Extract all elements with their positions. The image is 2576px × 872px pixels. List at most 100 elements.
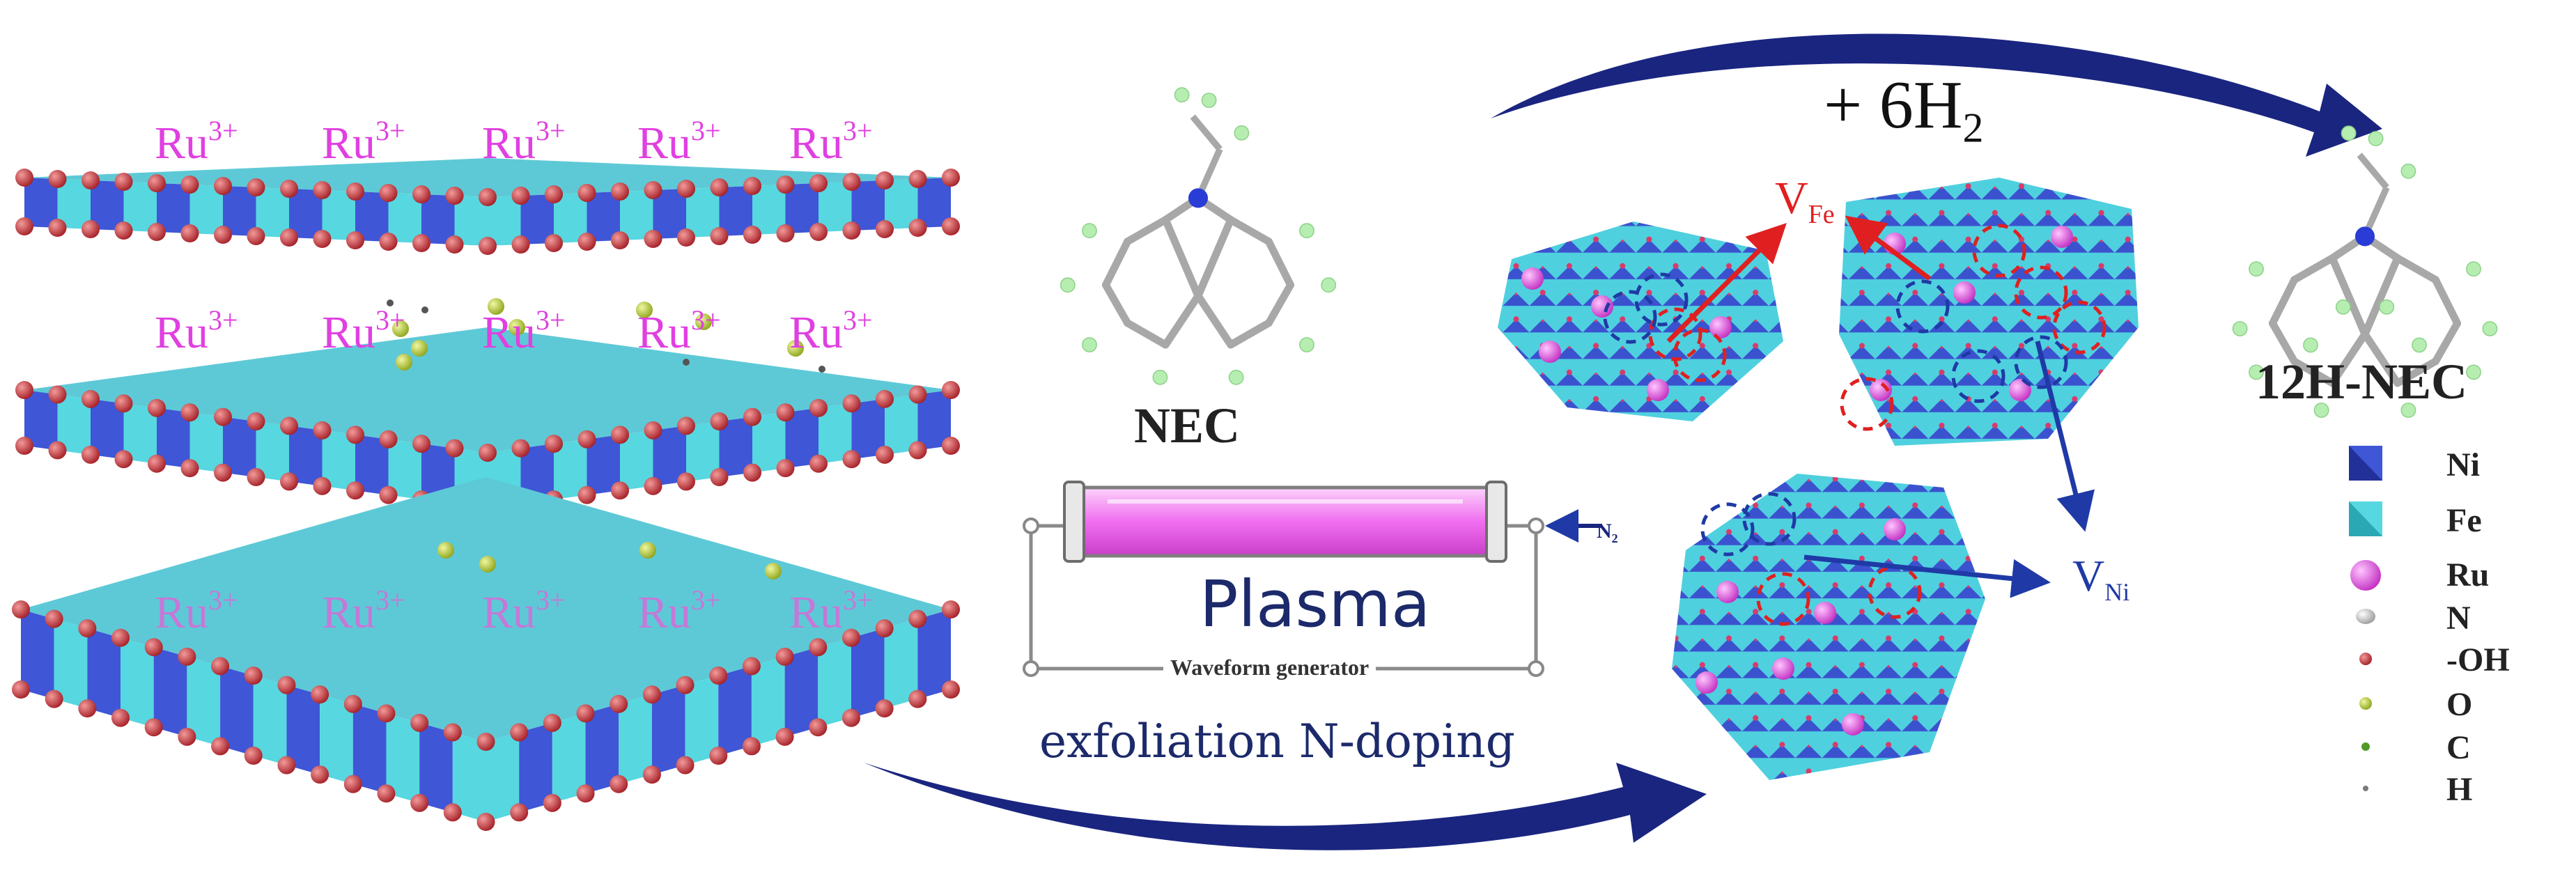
oxygen-atom-icon [842,450,861,469]
oxygen-atom-icon [908,170,927,188]
layer-front-octahedron [220,666,254,756]
oxygen-atom-icon [45,609,63,628]
oxygen-atom-icon [842,173,861,191]
layer-front-octahedron [785,183,818,233]
molecule-bond [2361,330,2402,387]
hydrogen-atom-icon [2232,321,2248,336]
hydrogen-atom-icon [1299,223,1314,239]
oxygen-atom-icon [476,813,495,831]
oxygen-atom-icon [710,468,729,486]
hydrogen-atom-icon [2249,261,2264,277]
o-sphere-icon [479,556,496,573]
layer-front-octahedron [187,656,221,747]
layer-front-octahedron [421,194,455,244]
oxygen-atom-icon [511,187,530,205]
oxygen-atom-icon [180,176,199,194]
layer-front-octahedron [519,722,552,813]
layer-front-octahedron [322,430,355,491]
legend-item-h: H [2446,771,2473,808]
layer-front-octahedron [352,703,387,794]
legend-item-fe: Fe [2446,502,2482,539]
ru-label-layer3-5: Ru3+ [789,584,873,638]
oxygen-atom-icon [144,718,163,737]
oxygen-atom-icon [343,694,362,713]
ru-sphere-icon [1814,602,1836,624]
hydrogen-atom-icon [2466,261,2481,277]
layer-front-octahedron [189,185,223,235]
oxygen-atom-icon [743,463,761,482]
hydrogen-atom-icon [2412,337,2427,353]
layer-front-octahedron [123,403,157,464]
layer-front-octahedron [885,394,918,455]
oxygen-atom-icon [743,407,761,426]
layer-front-octahedron [488,196,521,246]
layer-front-octahedron [552,713,586,803]
oxygen-atom-icon [280,472,298,491]
ru-label-layer2-1: Ru3+ [155,304,238,358]
ru-label-layer2-2: Ru3+ [322,304,405,358]
vacancy-ni-marker [1634,272,1689,327]
oxygen-atom-icon [742,737,761,756]
vfe-label: VFe [1775,173,1835,230]
layer-front-octahedron [223,416,256,477]
ru-label-layer3-4: Ru3+ [637,584,721,638]
oxygen-atom-icon [875,699,894,718]
oxygen-atom-icon [809,718,828,737]
oxygen-atom-icon [644,230,662,248]
oxygen-atom-icon [12,680,30,699]
molecule-bond [1190,114,1223,152]
oxygen-atom-icon [908,385,927,404]
molecule-bond [2393,357,2439,387]
layer-front-octahedron [157,407,190,469]
oxygen-atom-icon [511,235,530,254]
layer-front-octahedron [851,398,885,460]
layer-front-octahedron [21,609,54,699]
ldh-layer-middle [15,327,960,517]
oxygen-atom-icon [942,381,960,399]
hydrogen-atom-icon [2313,403,2329,418]
oxygen-atom-icon [942,680,960,699]
ldh-layer-top [15,158,960,255]
vacancy-ni-marker [1700,502,1755,556]
nec-molecule-icon [1060,87,1337,385]
oxygen-atom-icon [710,178,729,196]
oxygen-atom-icon [479,444,497,462]
oxygen-atom-icon [412,435,430,453]
oxygen-atom-icon [876,445,894,464]
tube-end-right [1485,481,1507,563]
molecule-bond [1227,216,1273,246]
h-sphere-icon [387,299,394,306]
layer-front-octahedron [818,182,852,232]
oxygen-atom-icon [111,628,130,647]
oxygen-atom-icon [377,704,396,723]
oxygen-atom-icon [809,174,828,192]
layer-front-octahedron [785,407,818,469]
oxygen-atom-icon [78,699,97,718]
oxygen-atom-icon [642,765,661,784]
oxygen-atom-icon [78,619,97,638]
ru-sphere-icon [1953,281,1976,304]
molecule-bond [2328,330,2369,387]
vacancy-ni-marker [1951,349,2005,403]
vacancy-fe-marker [2052,300,2106,355]
layer-front-octahedron [57,179,91,229]
oxygen-atom-icon [48,441,67,460]
ru-label-layer3-3: Ru3+ [482,584,566,638]
oxygen-atom-icon [48,385,67,404]
layer-front-octahedron [884,618,918,709]
hydrogen-atom-icon [2303,337,2318,353]
layered-double-hydroxide-stack [12,158,960,831]
ru-label-layer2-3: Ru3+ [482,304,566,358]
ru-sphere-icon [1870,379,1892,401]
molecule-bond [1101,238,1132,289]
hydrogen-atom-icon [1299,337,1314,352]
layer-front-octahedron [619,694,652,784]
layer-front-octahedron [87,628,121,718]
hydrogen-atom-icon [2400,163,2416,179]
legend-item-n: N [2446,600,2471,637]
oxygen-atom-icon [247,412,265,430]
molecule-bond [1194,216,1235,300]
oxygen-atom-icon [379,233,398,251]
layer-front-octahedron [91,180,124,231]
